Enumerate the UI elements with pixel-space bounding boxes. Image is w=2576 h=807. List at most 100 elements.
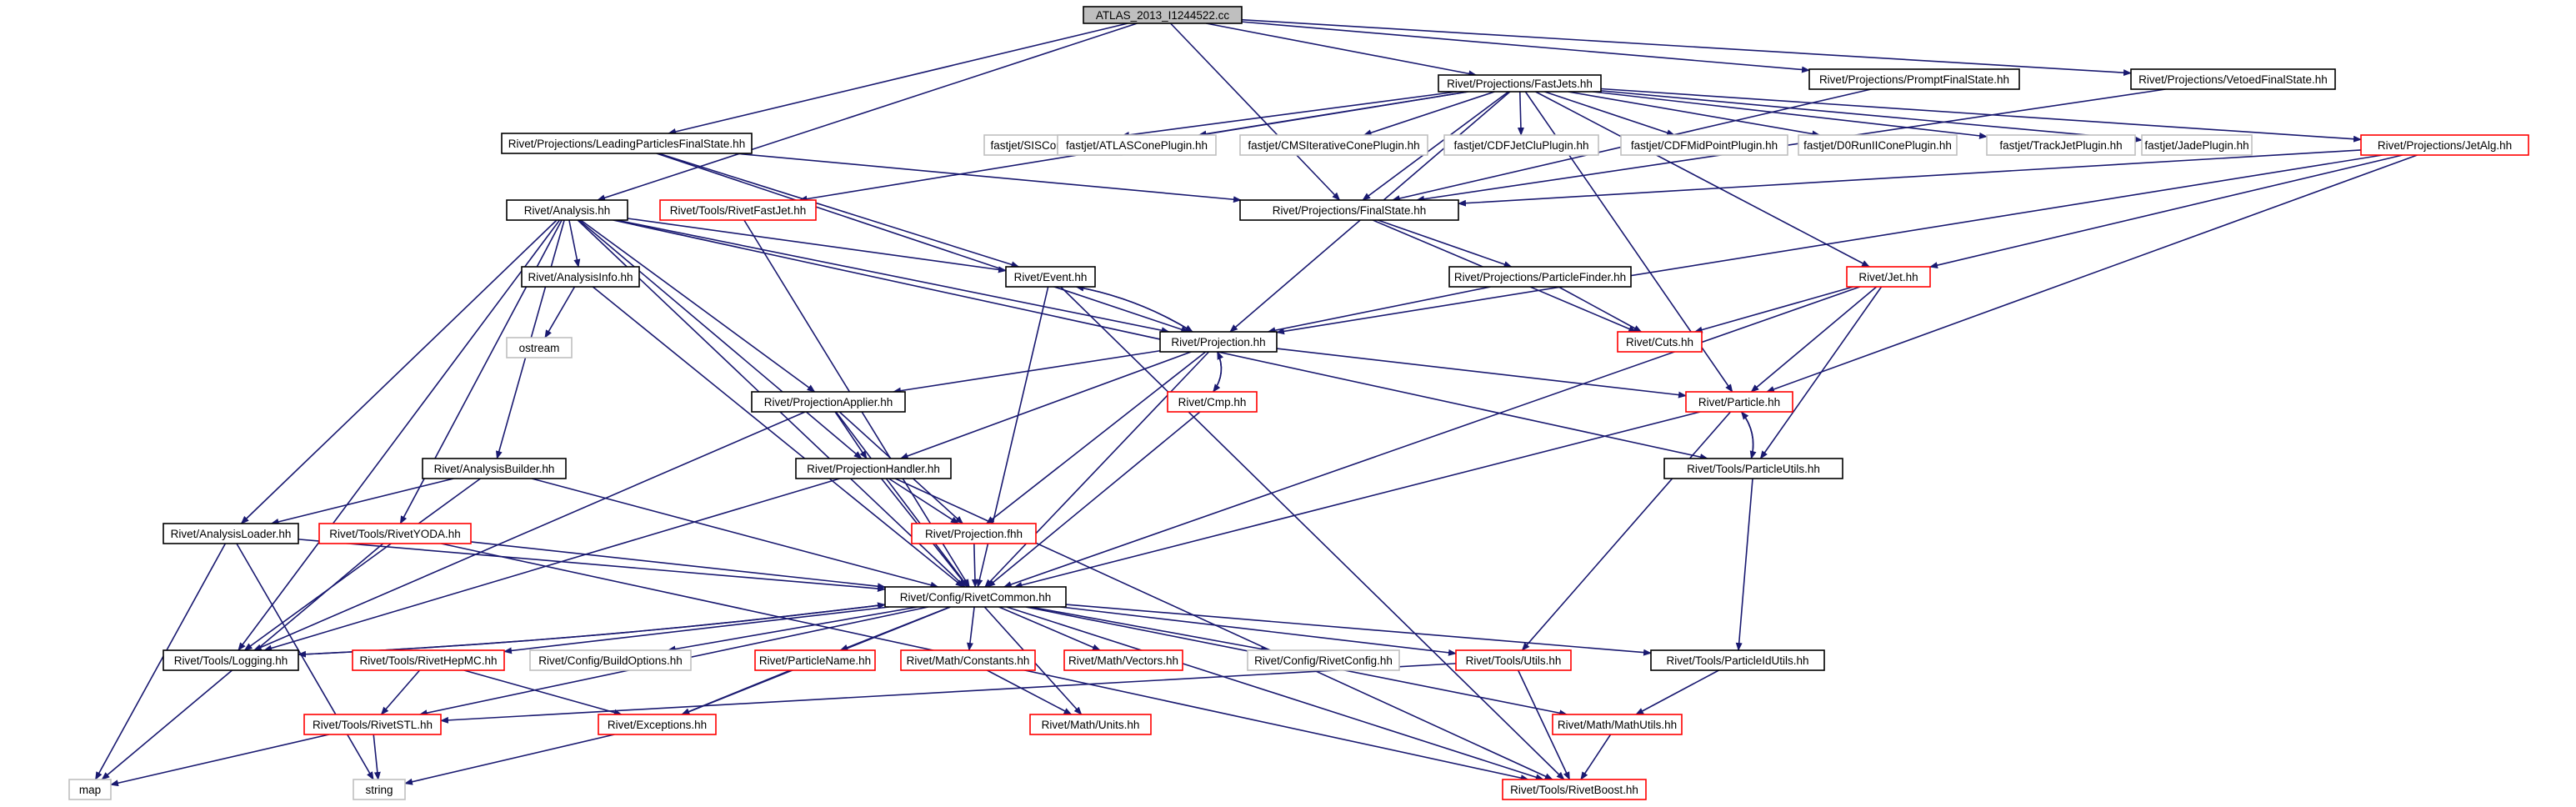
node-particleutils[interactable]: Rivet/Tools/ParticleUtils.hh: [1663, 458, 1843, 479]
node-projhandler[interactable]: Rivet/ProjectionHandler.hh: [795, 458, 952, 479]
node-box-jetalg: [2360, 134, 2529, 156]
edge-leadingfs-to-projection: [656, 153, 1190, 333]
node-box-projectionfhh: [911, 523, 1037, 544]
edge-jet-to-particleutils: [1759, 286, 1883, 459]
node-exceptions[interactable]: Rivet/Exceptions.hh: [598, 714, 717, 735]
edge-analysis-to-event: [627, 218, 1007, 273]
edge-analysis-to-projapplier: [580, 219, 816, 393]
edge-jetalg-to-jet: [1929, 154, 2403, 268]
edge-utils-to-rivetboost: [1517, 669, 1571, 780]
node-label-root: ATLAS_2013_I1244522.cc: [1096, 9, 1230, 22]
node-units[interactable]: Rivet/Math/Units.hh: [1029, 714, 1152, 735]
node-label-particleidutils: Rivet/Tools/ParticleIdUtils.hh: [1666, 654, 1808, 667]
node-label-particlename: Rivet/ParticleName.hh: [759, 654, 871, 667]
edge-analysisbuilder-to-analysisloader: [270, 478, 454, 525]
node-rivetcommon[interactable]: Rivet/Config/RivetCommon.hh: [884, 586, 1067, 608]
node-label-rivetfastjet: Rivet/Tools/RivetFastJet.hh: [670, 204, 807, 217]
node-box-utils: [1455, 649, 1572, 671]
node-box-buildoptions: [529, 649, 692, 671]
edge-vetoedfs-to-finalstate: [1416, 88, 2166, 203]
node-particlename[interactable]: Rivet/ParticleName.hh: [754, 649, 876, 671]
node-label-rivetstl: Rivet/Tools/RivetSTL.hh: [313, 719, 433, 731]
node-analysis[interactable]: Rivet/Analysis.hh: [506, 199, 628, 221]
node-rivetboost[interactable]: Rivet/Tools/RivetBoost.hh: [1502, 779, 1647, 800]
edge-analysisinfo-to-rivetcommon: [592, 286, 964, 588]
node-box-jet: [1846, 266, 1931, 288]
node-label-rivetboost: Rivet/Tools/RivetBoost.hh: [1510, 784, 1638, 796]
node-box-atlascone: [1057, 134, 1217, 156]
node-buildoptions: Rivet/Config/BuildOptions.hh: [529, 649, 692, 671]
node-leadingfs[interactable]: Rivet/Projections/LeadingParticlesFinalS…: [501, 133, 753, 154]
node-projectionfhh[interactable]: Rivet/Projection.fhh: [911, 523, 1037, 544]
node-projection[interactable]: Rivet/Projection.hh: [1159, 331, 1278, 353]
node-label-analysis: Rivet/Analysis.hh: [524, 204, 611, 217]
node-box-ostream: [506, 337, 573, 358]
node-vetoedfs[interactable]: Rivet/Projections/VetoedFinalState.hh: [2130, 68, 2336, 90]
node-finalstate[interactable]: Rivet/Projections/FinalState.hh: [1239, 199, 1459, 221]
edge-rivetcommon-to-constants: [967, 606, 975, 651]
edge-analysisbuilder-to-rivetcommon: [531, 478, 939, 589]
edge-analysis-to-logging: [238, 219, 561, 651]
node-root[interactable]: ATLAS_2013_I1244522.cc: [1083, 6, 1243, 24]
node-particle[interactable]: Rivet/Particle.hh: [1685, 391, 1793, 413]
node-rivetstl[interactable]: Rivet/Tools/RivetSTL.hh: [303, 714, 442, 735]
edge-fastjets-to-cdfjetclu: [1517, 91, 1524, 136]
edge-root-to-fastjets: [1206, 23, 1478, 78]
edge-rivetcommon-to-particleidutils: [1065, 604, 1652, 656]
node-box-rivetconfig: [1247, 649, 1400, 671]
edge-analysisinfo-to-ostream: [544, 286, 576, 338]
node-label-map: map: [79, 784, 101, 796]
node-box-projapplier: [751, 391, 906, 413]
node-box-map: [68, 779, 112, 800]
node-promptfs[interactable]: Rivet/Projections/PromptFinalState.hh: [1808, 68, 2020, 90]
node-label-particlefinder: Rivet/Projections/ParticleFinder.hh: [1454, 271, 1626, 283]
edge-jet-to-particle: [1750, 286, 1878, 393]
edge-root-to-finalstate: [1169, 23, 1341, 201]
node-box-vectors: [1063, 649, 1183, 671]
node-jet[interactable]: Rivet/Jet.hh: [1846, 266, 1931, 288]
edge-finalstate-to-particlefinder: [1378, 219, 1513, 268]
node-utils[interactable]: Rivet/Tools/Utils.hh: [1455, 649, 1572, 671]
node-vectors[interactable]: Rivet/Math/Vectors.hh: [1063, 649, 1183, 671]
node-cmp[interactable]: Rivet/Cmp.hh: [1167, 391, 1258, 413]
node-logging[interactable]: Rivet/Tools/Logging.hh: [163, 649, 299, 671]
edge-fastjets-to-jetalg: [1600, 88, 2362, 143]
node-particleidutils[interactable]: Rivet/Tools/ParticleIdUtils.hh: [1650, 649, 1825, 671]
node-label-vectors: Rivet/Math/Vectors.hh: [1068, 654, 1178, 667]
node-rivethepmc[interactable]: Rivet/Tools/RivetHepMC.hh: [352, 649, 505, 671]
edge-event-to-rivetboost: [1060, 286, 1565, 780]
edge-particle-to-utils: [1521, 411, 1732, 651]
node-projapplier[interactable]: Rivet/ProjectionApplier.hh: [751, 391, 906, 413]
edge-leadingfs-to-finalstate: [734, 153, 1242, 203]
edge-projapplier-to-rivetcommon: [835, 411, 969, 588]
node-rivetfastjet[interactable]: Rivet/Tools/RivetFastJet.hh: [659, 199, 817, 221]
node-analysisloader[interactable]: Rivet/AnalysisLoader.hh: [163, 523, 299, 544]
edge-analysis-to-rivetyoda: [399, 219, 563, 524]
node-fastjets[interactable]: Rivet/Projections/FastJets.hh: [1438, 74, 1602, 93]
node-particlefinder[interactable]: Rivet/Projections/ParticleFinder.hh: [1448, 266, 1632, 288]
node-rivetyoda[interactable]: Rivet/Tools/RivetYODA.hh: [318, 523, 472, 544]
edge-rivetcommon-to-buildoptions: [667, 606, 918, 653]
node-analysisinfo[interactable]: Rivet/AnalysisInfo.hh: [521, 266, 640, 288]
node-box-fastjets: [1438, 74, 1602, 93]
edge-analysis-to-projhandler: [578, 219, 863, 459]
edge-logging-to-rivetcommon: [298, 602, 886, 655]
edge-particlefinder-to-cuts: [1558, 286, 1643, 333]
edge-rivethepmc-to-exceptions: [463, 669, 623, 716]
node-constants[interactable]: Rivet/Math/Constants.hh: [900, 649, 1036, 671]
node-label-trackjet: fastjet/TrackJetPlugin.hh: [1999, 139, 2122, 152]
node-event[interactable]: Rivet/Event.hh: [1005, 266, 1096, 288]
node-mathutils[interactable]: Rivet/Math/MathUtils.hh: [1552, 714, 1683, 735]
node-box-particleidutils: [1650, 649, 1825, 671]
node-jetalg[interactable]: Rivet/Projections/JetAlg.hh: [2360, 134, 2529, 156]
node-box-string: [353, 779, 406, 800]
edge-fastjets-to-trackjet: [1593, 91, 1988, 139]
node-analysisbuilder[interactable]: Rivet/AnalysisBuilder.hh: [422, 458, 567, 479]
edge-rivethepmc-to-rivetstl: [380, 669, 421, 715]
node-label-ostream: ostream: [519, 342, 560, 354]
node-label-rivetconfig: Rivet/Config/RivetConfig.hh: [1254, 654, 1393, 667]
node-box-root: [1083, 6, 1243, 24]
file-nodes: ATLAS_2013_I1244522.ccRivet/Projections/…: [68, 6, 2529, 800]
edge-rivetcommon-to-rivethepmc: [503, 606, 889, 654]
node-cuts[interactable]: Rivet/Cuts.hh: [1617, 331, 1703, 353]
